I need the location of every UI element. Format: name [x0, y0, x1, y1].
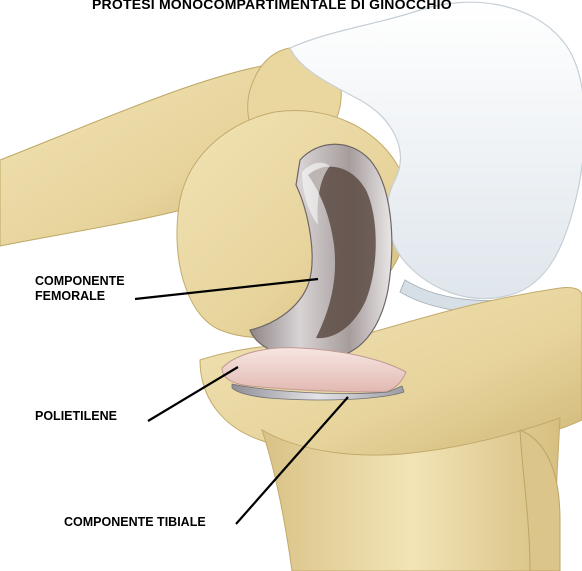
- label-tibial-component: COMPONENTE TIBIALE: [64, 515, 206, 530]
- label-femoral-component: COMPONENTE FEMORALE: [35, 274, 125, 304]
- diagram-title: PROTESI MONOCOMPARTIMENTALE DI GINOCCHIO: [92, 0, 582, 12]
- label-femoral-line2: FEMORALE: [35, 289, 125, 304]
- label-femoral-line1: COMPONENTE: [35, 274, 125, 289]
- label-polyethylene: POLIETILENE: [35, 409, 117, 424]
